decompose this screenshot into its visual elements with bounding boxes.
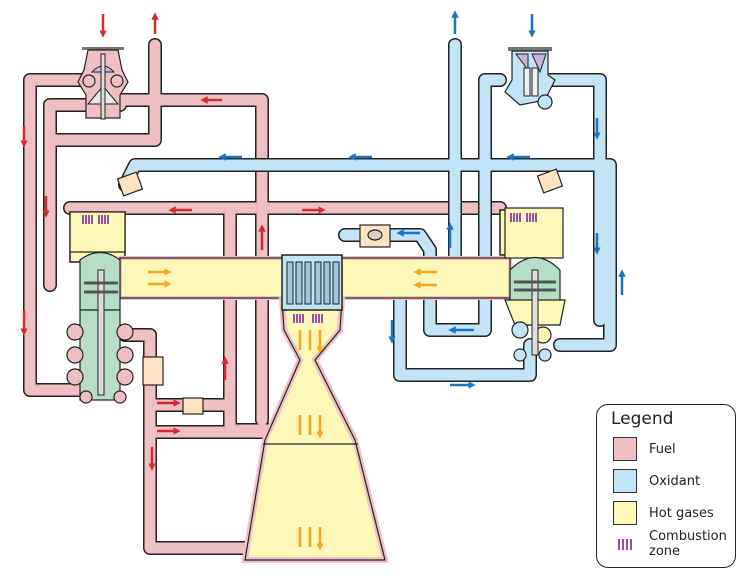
legend-item-hot-gases: Hot gases — [613, 501, 714, 525]
legend-label: Fuel — [649, 441, 676, 457]
hot-gases-swatch — [613, 501, 637, 525]
oxidant-turbopump — [504, 207, 566, 362]
legend-item-fuel: Fuel — [613, 437, 676, 461]
legend: Legend Fuel Oxidant Hot gases Combustion… — [596, 404, 736, 568]
legend-title: Legend — [611, 409, 674, 429]
oxidant-arrows — [218, 10, 626, 389]
fuel-arrows — [20, 12, 326, 471]
valves — [116, 168, 564, 415]
legend-item-combustion-zone: Combustion zone — [613, 529, 729, 559]
fuel-swatch — [613, 437, 637, 461]
injector — [281, 254, 343, 311]
legend-label: Oxidant — [649, 473, 701, 489]
fuel-boost-pump — [77, 47, 129, 120]
hot-gas-arrows — [148, 268, 437, 547]
legend-label: Hot gases — [649, 505, 714, 521]
oxidant-boost-pump — [504, 47, 556, 110]
fuel-turbopump — [66, 211, 134, 404]
oxidant-swatch — [613, 469, 637, 493]
legend-item-oxidant: Oxidant — [613, 469, 700, 493]
legend-label: Combustion zone — [649, 529, 727, 559]
combustion-zone-marks — [82, 213, 537, 323]
combustion-zone-swatch — [613, 532, 637, 556]
